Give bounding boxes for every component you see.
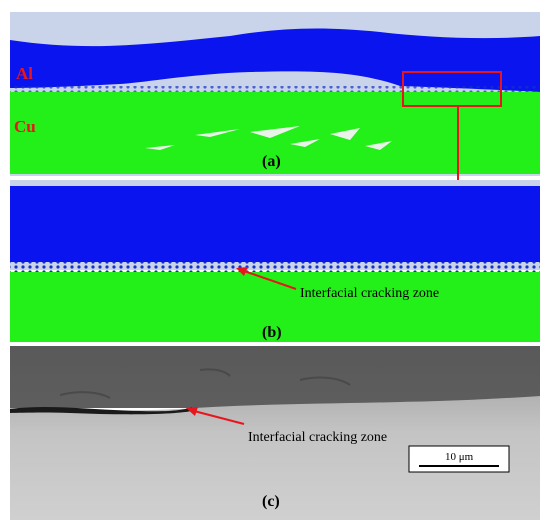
material-label-cu: Cu xyxy=(14,117,36,136)
annotation-text-c: Interfacial cracking zone xyxy=(248,430,387,445)
panel-c-surface-features xyxy=(59,368,351,399)
annotation-arrow-c-head xyxy=(186,407,198,416)
panel-a-voids xyxy=(145,126,392,150)
panel-b-top-strip xyxy=(10,180,540,186)
annotation-text-b: Interfacial cracking zone xyxy=(300,286,439,301)
panel-c-light-region xyxy=(10,396,540,520)
scale-bar-label: 10 μm xyxy=(445,451,474,463)
annotation-arrow-c xyxy=(193,410,245,425)
zoom-arrow-line xyxy=(452,105,459,195)
panel-b-al-layer xyxy=(10,186,540,262)
panel-a: Al Cu (a) xyxy=(10,12,540,176)
annotation-arrow-b xyxy=(243,270,297,290)
panel-c-crack xyxy=(10,407,192,415)
panel-c: 10 μm Interfacial cracking zone (c) xyxy=(10,346,540,520)
panel-a-al-layer xyxy=(10,28,540,92)
panel-label-b: (b) xyxy=(262,324,282,341)
panel-a-interface-particles xyxy=(10,86,540,92)
panel-b-interface-particles xyxy=(10,262,540,272)
panel-b: Interfacial cracking zone (b) xyxy=(10,180,540,342)
material-label-al: Al xyxy=(16,64,33,83)
panel-label-a: (a) xyxy=(262,153,281,170)
annotation-arrow-b-head xyxy=(236,267,248,276)
panel-b-cu-layer xyxy=(10,272,540,342)
panel-c-dark-region xyxy=(10,346,540,408)
panel-label-c: (c) xyxy=(262,493,280,510)
scale-bar-box xyxy=(408,445,510,473)
